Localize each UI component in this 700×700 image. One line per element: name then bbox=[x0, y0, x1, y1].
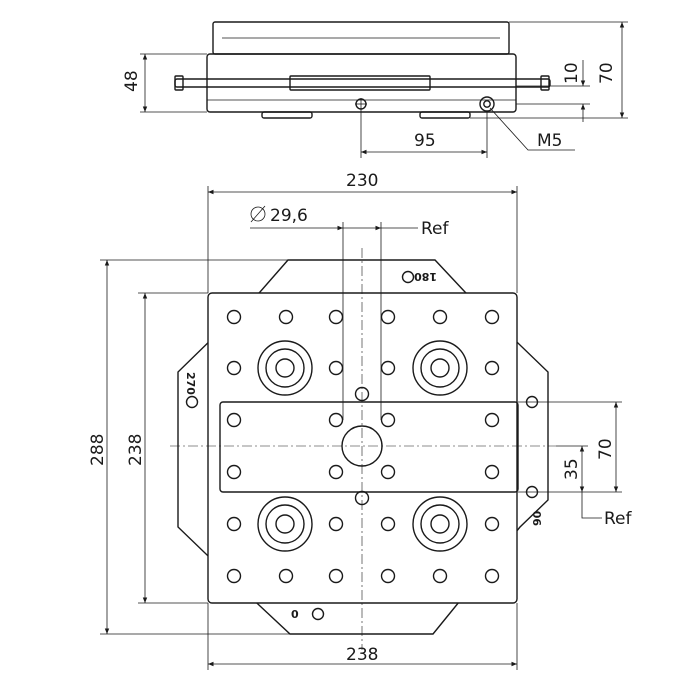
pin-receiver-bl bbox=[257, 496, 313, 552]
hole bbox=[484, 412, 500, 428]
hole bbox=[380, 568, 396, 584]
dim-238-vertical: 238 bbox=[126, 434, 146, 466]
hole bbox=[226, 412, 242, 428]
hole bbox=[226, 309, 242, 325]
mark-hole-180 bbox=[401, 270, 415, 284]
central-bore bbox=[341, 425, 383, 467]
dim-70-side: 70 bbox=[597, 62, 617, 84]
thread-m5: M5 bbox=[537, 131, 562, 151]
hole bbox=[380, 516, 396, 532]
side-foot-right bbox=[419, 111, 471, 119]
diameter-icon bbox=[250, 205, 266, 223]
hole bbox=[484, 464, 500, 480]
dim-230: 230 bbox=[346, 171, 378, 191]
pin-receiver-tr bbox=[412, 340, 468, 396]
hole bbox=[278, 568, 294, 584]
pin-receiver-br bbox=[412, 496, 468, 552]
hole bbox=[278, 309, 294, 325]
dim-95: 95 bbox=[414, 131, 436, 151]
side-view: 48 10 70 95 M5 bbox=[122, 21, 628, 158]
mark-hole-270 bbox=[185, 395, 199, 409]
hole bbox=[226, 516, 242, 532]
hole bbox=[484, 516, 500, 532]
hole bbox=[380, 309, 396, 325]
side-m5-hole bbox=[479, 96, 495, 112]
mark-90: 90 bbox=[531, 510, 544, 526]
mark-hole-0 bbox=[311, 607, 325, 621]
base-octagon bbox=[177, 259, 549, 635]
dim-70-top: 70 bbox=[596, 438, 616, 460]
hole bbox=[328, 412, 344, 428]
hole bbox=[354, 386, 370, 402]
hole bbox=[328, 568, 344, 584]
hole bbox=[484, 568, 500, 584]
hole bbox=[354, 490, 370, 506]
dim-48: 48 bbox=[122, 70, 142, 92]
pin-receiver-tl bbox=[257, 340, 313, 396]
dim-288: 288 bbox=[88, 434, 108, 466]
hole bbox=[328, 360, 344, 376]
hole bbox=[380, 412, 396, 428]
mark-0: 0 bbox=[291, 608, 299, 621]
hole bbox=[380, 360, 396, 376]
ref-top: Ref bbox=[421, 219, 450, 239]
side-rod bbox=[174, 78, 551, 88]
dim-10: 10 bbox=[562, 62, 582, 84]
hole bbox=[484, 309, 500, 325]
hole bbox=[226, 464, 242, 480]
top-plate bbox=[207, 292, 518, 604]
hole bbox=[328, 516, 344, 532]
hole bbox=[226, 360, 242, 376]
mark-270: 270 bbox=[184, 372, 197, 395]
side-body bbox=[206, 53, 517, 113]
hole bbox=[328, 464, 344, 480]
hole bbox=[328, 309, 344, 325]
dim-diameter: 29,6 bbox=[270, 206, 308, 226]
hole bbox=[380, 464, 396, 480]
hole bbox=[226, 568, 242, 584]
hole bbox=[432, 309, 448, 325]
mark-180: 180 bbox=[414, 270, 437, 283]
clamp-bar bbox=[219, 401, 519, 493]
top-view: 180 270 90 0 230 29,6 Ref 288 238 bbox=[88, 171, 633, 670]
hole bbox=[484, 360, 500, 376]
dim-238-horizontal: 238 bbox=[346, 645, 378, 665]
ref-right: Ref bbox=[604, 509, 633, 529]
hole-grid bbox=[226, 309, 500, 584]
hole bbox=[432, 568, 448, 584]
side-foot-left bbox=[261, 111, 313, 119]
dim-35: 35 bbox=[562, 458, 582, 480]
